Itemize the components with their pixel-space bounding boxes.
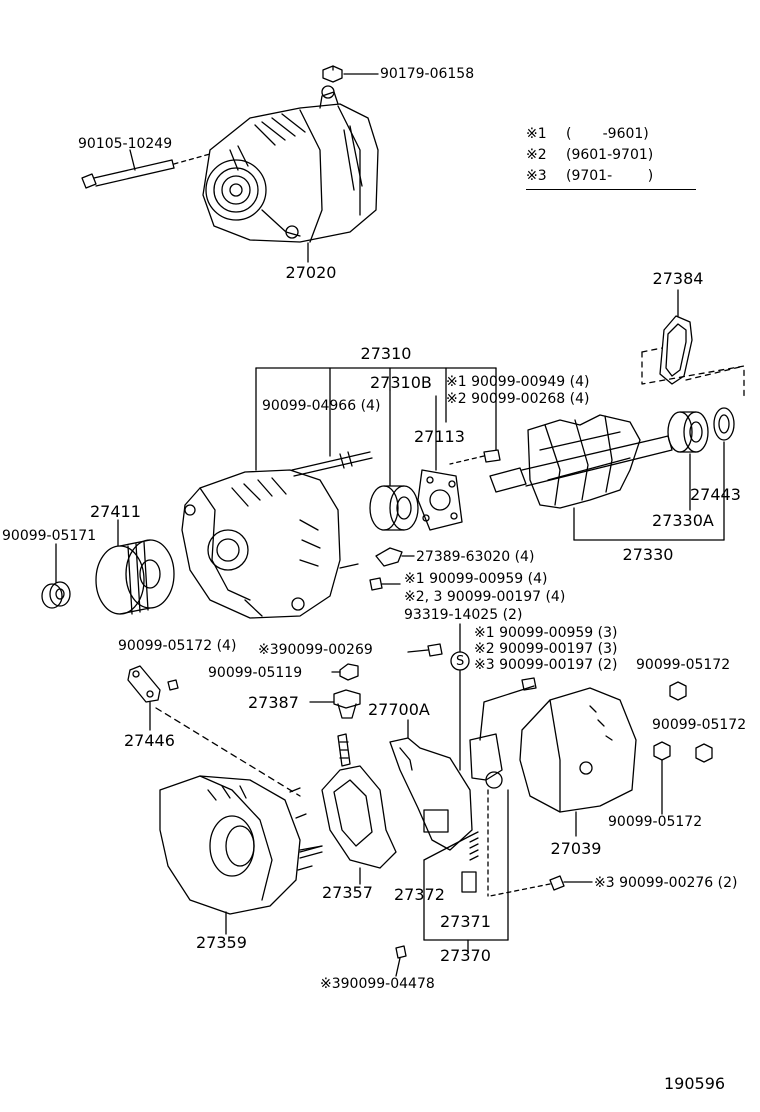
label-27372: 27372	[394, 885, 445, 904]
rear-frame-27359	[159, 775, 323, 935]
label-27357: 27357	[322, 883, 373, 902]
bearing-27330A	[667, 411, 709, 453]
rotor-27330	[489, 414, 673, 509]
label-s3-90099-00269: ※390099-00269	[258, 642, 373, 658]
cover-27443	[713, 407, 735, 441]
label-27371: 27371	[440, 912, 491, 931]
ring-27384	[641, 289, 745, 399]
drive-end-frame	[181, 469, 341, 619]
bolt-90105-10249	[81, 149, 211, 189]
label-s1-90099-00949: ※1 90099-00949 (4)	[446, 374, 590, 390]
label-27384: 27384	[652, 269, 704, 288]
legend-row-1: ※1 ( -9601)	[526, 124, 696, 145]
label-90179-06158: 90179-06158	[380, 66, 475, 82]
bracket-27330	[573, 441, 725, 541]
label-27330A: 27330A	[652, 511, 714, 530]
bearing-27310B	[369, 389, 419, 531]
label-27310: 27310	[360, 344, 412, 363]
label-27389-63020: 27389-63020 (4)	[416, 549, 535, 565]
label-27387: 27387	[248, 693, 299, 712]
label-27443: 27443	[690, 485, 741, 504]
legend-mark: ※1	[526, 126, 547, 142]
alternator-assembly-27020	[202, 85, 379, 243]
figure-number: 190596	[664, 1074, 726, 1093]
label-93319-14025: 93319-14025 (2)	[404, 607, 523, 623]
year-range-legend: ※1 ( -9601) ※2 (9601-9701) ※3 (9701- )	[526, 124, 696, 187]
label-s3-90099-00197-2: ※3 90099-00197 (2)	[474, 657, 618, 673]
label-27411: 27411	[90, 502, 141, 521]
insulator-27389-63020	[339, 547, 415, 591]
label-s23-90099-00197: ※2, 3 90099-00197 (4)	[404, 589, 566, 605]
screw-90099-04478	[395, 945, 407, 977]
screw-90099-00269	[407, 643, 443, 657]
legend-rule	[526, 189, 696, 190]
legend-range: ( -9601)	[566, 126, 649, 142]
s-mark-letter: S	[456, 654, 465, 669]
label-27310B: 27310B	[370, 373, 432, 392]
legend-row-3: ※3 (9701- )	[526, 166, 696, 187]
nut-90099-05119	[331, 663, 359, 681]
legend-range: (9601-9701)	[566, 147, 654, 163]
label-90099-05171: 90099-05171	[2, 528, 97, 544]
screw-90099-00276	[487, 789, 593, 897]
legend-mark: ※2	[526, 147, 547, 163]
brush-holder-27370	[423, 677, 537, 953]
nuts-90099-05172-right	[653, 681, 713, 815]
plate-27113	[417, 469, 463, 531]
label-27446: 27446	[124, 731, 175, 750]
rear-cover-27039	[519, 687, 637, 837]
terminal-27387	[309, 689, 361, 719]
stud-90099-04966	[291, 399, 373, 477]
legend-row-2: ※2 (9601-9701)	[526, 145, 696, 166]
label-27020: 27020	[285, 263, 337, 282]
guide-line-27446	[155, 707, 301, 797]
label-s3-90099-04478: ※390099-04478	[320, 976, 435, 992]
label-s1-90099-00959-3: ※1 90099-00959 (3)	[474, 625, 618, 641]
label-90099-04966: 90099-04966 (4)	[262, 398, 381, 414]
regulator-27700A	[389, 719, 473, 851]
rectifier-27357	[321, 733, 397, 885]
bracket-27446	[127, 665, 179, 731]
label-27359: 27359	[196, 933, 247, 952]
legend-range: (9701- )	[566, 168, 654, 184]
pulley-27411	[95, 519, 175, 615]
label-s2-90099-00268: ※2 90099-00268 (4)	[446, 391, 590, 407]
label-90099-05172-4: 90099-05172 (4)	[118, 638, 237, 654]
label-90099-05119: 90099-05119	[208, 665, 303, 681]
label-s3-90099-00276: ※3 90099-00276 (2)	[594, 875, 738, 891]
legend-mark: ※3	[526, 168, 547, 184]
screw-90099-00949	[449, 449, 501, 465]
label-27330: 27330	[622, 545, 674, 564]
label-27370: 27370	[440, 946, 491, 965]
nut-90099-05171	[41, 543, 71, 609]
bracket-27310	[255, 367, 497, 471]
label-90105-10249: 90105-10249	[78, 136, 173, 152]
label-s2-90099-00197-3: ※2 90099-00197 (3)	[474, 641, 618, 657]
label-27113: 27113	[414, 427, 465, 446]
label-90099-05172-right-3: 90099-05172	[608, 814, 703, 830]
nut-90179-06158	[322, 65, 379, 83]
label-90099-05172-right-1: 90099-05172	[636, 657, 731, 673]
label-27700A: 27700A	[368, 700, 430, 719]
label-27039: 27039	[550, 839, 602, 858]
label-90099-05172-right-2: 90099-05172	[652, 717, 747, 733]
label-s1-90099-00959-4: ※1 90099-00959 (4)	[404, 571, 548, 587]
